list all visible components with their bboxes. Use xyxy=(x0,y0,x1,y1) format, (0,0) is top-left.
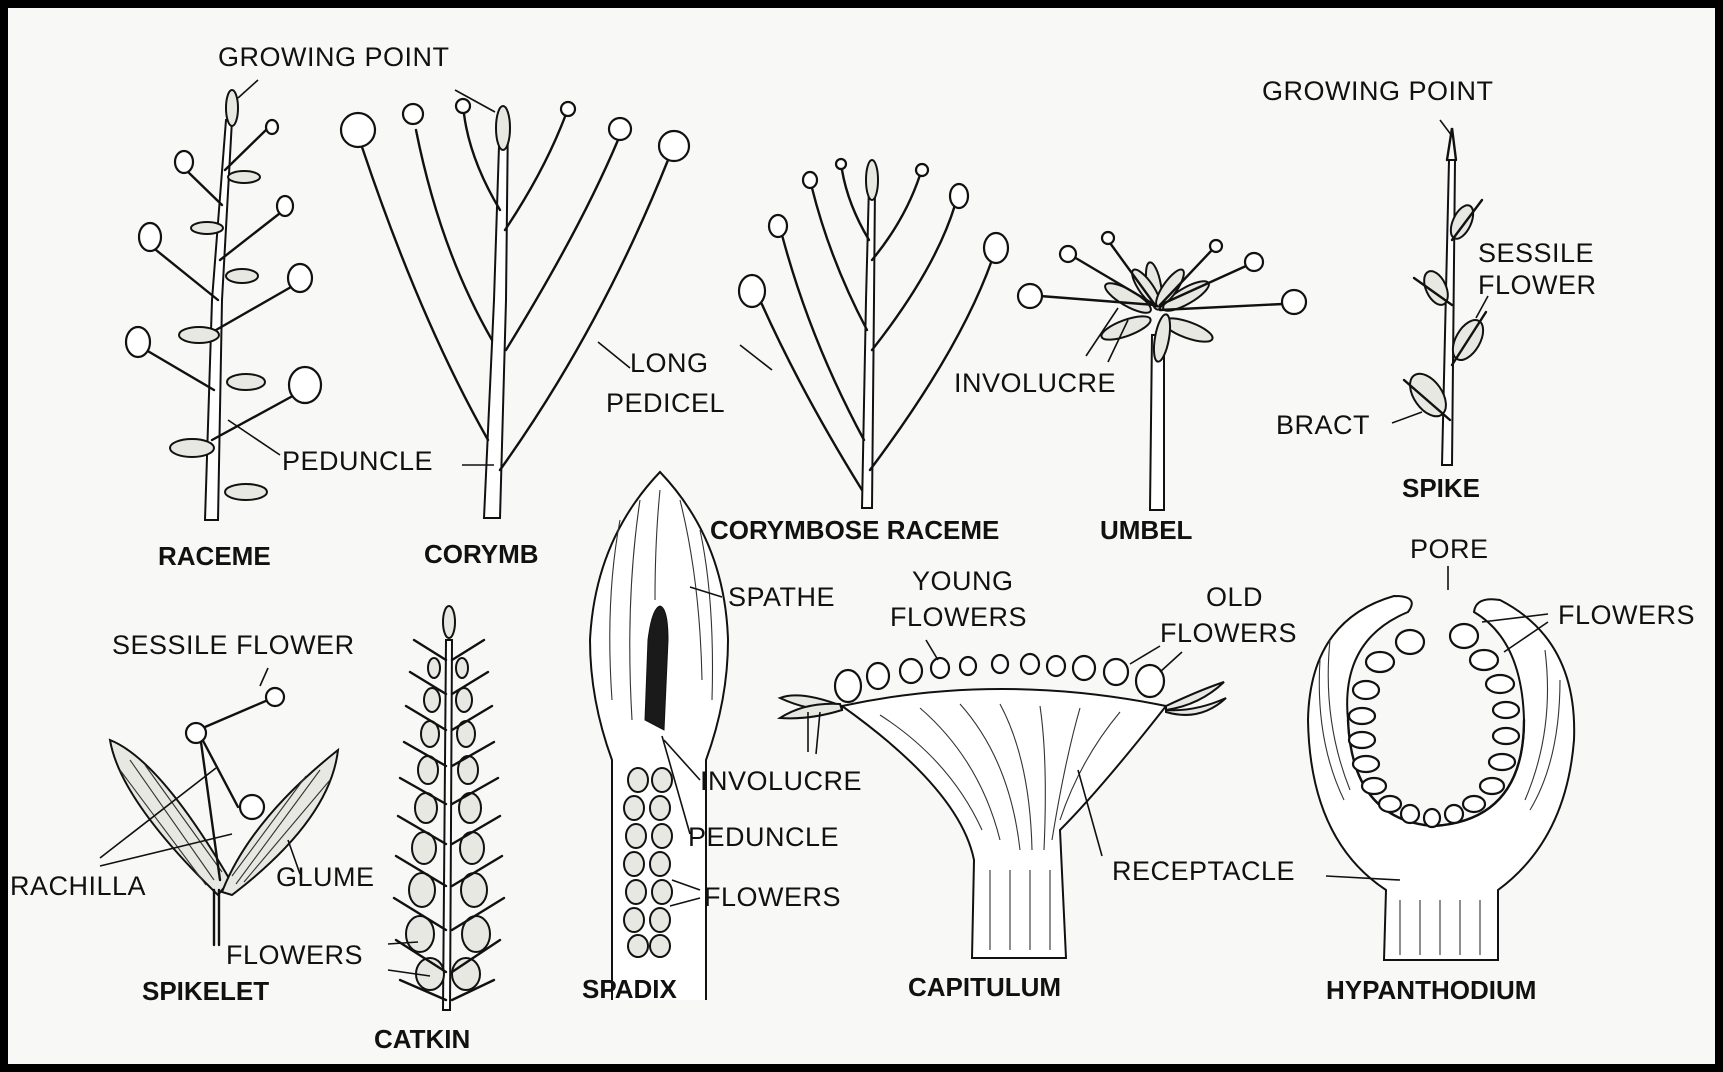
leader-line xyxy=(1440,120,1452,136)
label-old-flowers: FLOWERS xyxy=(1160,618,1297,648)
title-raceme: RACEME xyxy=(158,541,271,571)
leader-line xyxy=(740,345,772,370)
capitulum-figure xyxy=(780,640,1226,958)
label-glume: GLUME xyxy=(276,862,375,892)
leader-line xyxy=(926,640,938,660)
leader-line xyxy=(1160,652,1182,672)
label-old: OLD xyxy=(1206,582,1263,612)
label-flowers: FLOWERS xyxy=(1558,600,1695,630)
leader-line xyxy=(238,80,258,98)
label-young: YOUNG xyxy=(912,566,1014,596)
title-spadix: SPADIX xyxy=(582,974,678,1004)
label-peduncle: PEDUNCLE xyxy=(688,822,839,852)
title-corymbose-raceme: CORYMBOSE RACEME xyxy=(710,515,999,545)
leader-line xyxy=(816,712,820,754)
spadix-figure xyxy=(590,472,728,1000)
title-hypanthodium: HYPANTHODIUM xyxy=(1326,975,1536,1005)
label-rachilla: RACHILLA xyxy=(10,871,146,901)
label-spathe: SPATHE xyxy=(728,582,835,612)
label-growing-point: GROWING POINT xyxy=(218,42,450,72)
label-peduncle: PEDUNCLE xyxy=(282,446,433,476)
label-receptacle: RECEPTACLE xyxy=(1112,856,1295,886)
title-umbel: UMBEL xyxy=(1100,515,1193,545)
label-involucre: INVOLUCRE xyxy=(700,766,862,796)
label-growing-point: GROWING POINT xyxy=(1262,76,1494,106)
label-flower: FLOWER xyxy=(1478,270,1597,300)
label-bract: BRACT xyxy=(1276,410,1370,440)
leader-line xyxy=(1392,412,1422,423)
spikelet-figure xyxy=(100,668,338,945)
leader-line xyxy=(598,342,630,368)
label-flowers: FLOWERS xyxy=(704,882,841,912)
label-pedicel: PEDICEL xyxy=(606,388,725,418)
label-involucre: INVOLUCRE xyxy=(954,368,1116,398)
hypanthodium-figure xyxy=(1308,566,1574,960)
corymbose-raceme-figure xyxy=(739,159,1008,508)
label-flowers: FLOWERS xyxy=(226,940,363,970)
label-sessile-flower: SESSILE FLOWER xyxy=(112,630,355,660)
title-spike: SPIKE xyxy=(1402,473,1480,503)
label-young-flowers: FLOWERS xyxy=(890,602,1027,632)
label-pore: PORE xyxy=(1410,534,1489,564)
leader-line xyxy=(1130,646,1160,664)
title-catkin: CATKIN xyxy=(374,1024,470,1054)
title-corymb: CORYMB xyxy=(424,539,539,569)
catkin-figure xyxy=(388,606,504,1010)
title-spikelet: SPIKELET xyxy=(142,976,269,1006)
label-long: LONG xyxy=(630,348,709,378)
leader-line xyxy=(228,420,280,455)
label-sessile: SESSILE xyxy=(1478,238,1594,268)
leader-line xyxy=(260,668,268,686)
spike-figure xyxy=(1392,120,1489,465)
title-capitulum: CAPITULUM xyxy=(908,972,1061,1002)
